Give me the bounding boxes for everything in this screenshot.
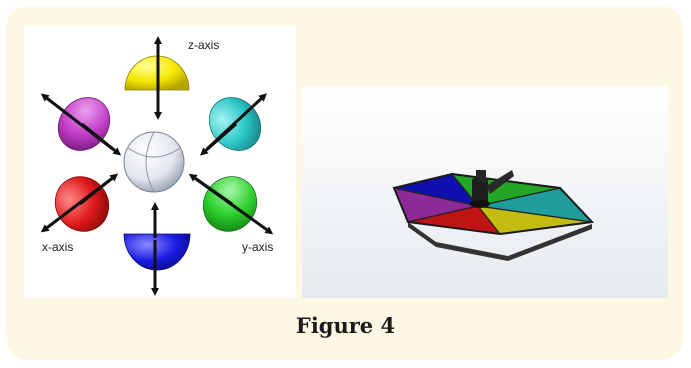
platform-render-panel: [302, 86, 668, 298]
hexagonal-platform-icon: [392, 170, 595, 261]
yellow-hemisphere-icon: [124, 36, 190, 120]
platform-handle: [470, 170, 514, 208]
y-axis-label: y-axis: [242, 240, 274, 254]
z-axis-label: z-axis: [188, 38, 220, 52]
white-sphere-icon: [123, 131, 185, 193]
figure-caption: Figure 4: [295, 313, 396, 338]
blue-hemisphere-icon: [123, 202, 191, 296]
x-axis-label: x-axis: [42, 240, 74, 254]
magenta-hemisphere-icon: [40, 93, 122, 156]
red-hemisphere-icon: [40, 173, 119, 233]
orientation-diagram-panel: z-axis x-axis y-axis: [24, 26, 296, 298]
cyan-hemisphere-icon: [199, 93, 267, 156]
green-hemisphere-icon: [188, 173, 274, 235]
orientation-diagram: [40, 36, 274, 296]
